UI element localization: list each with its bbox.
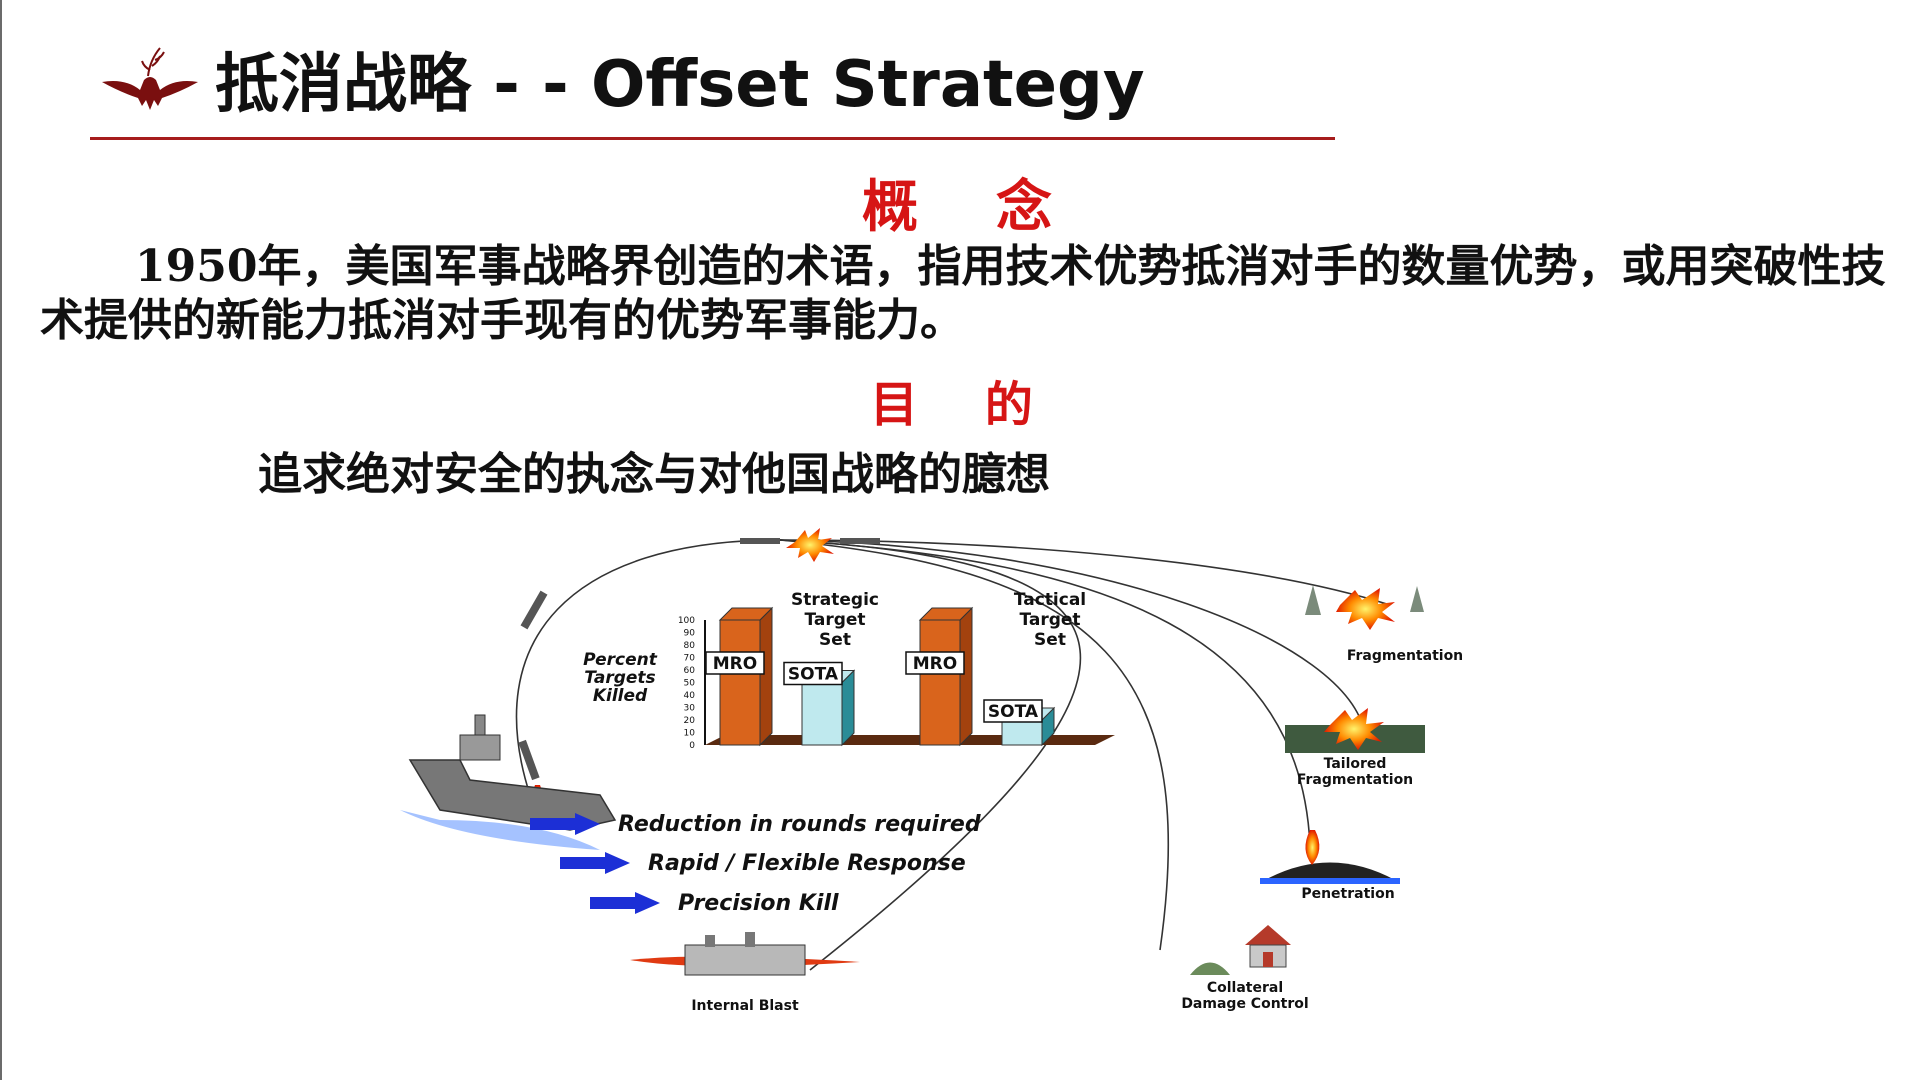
arrow-right-icon — [575, 813, 600, 835]
bar-label: SOTA — [788, 665, 839, 685]
bar-label: SOTA — [988, 702, 1039, 722]
school-house-icon — [1190, 925, 1291, 975]
collateral-label-line-2: Damage Control — [1181, 996, 1308, 1012]
missile-icon — [518, 538, 880, 781]
slide-title: 抵消战略 - - Offset Strategy — [215, 48, 1145, 122]
factory-building-icon — [630, 932, 860, 976]
bar-sota — [801, 682, 843, 746]
slide-left-border — [0, 0, 2, 1080]
purpose-text: 追求绝对安全的执念与对他国战略的臆想 — [258, 449, 1050, 500]
collateral-label-line-1: Collateral — [1207, 980, 1283, 996]
title-underline — [90, 137, 1335, 140]
bar-side — [841, 669, 855, 747]
group-title-line: Set — [819, 630, 851, 650]
group-title-line: Set — [1034, 630, 1066, 650]
penetration-label: Penetration — [1301, 886, 1394, 902]
benefit-item: Rapid / Flexible Response — [648, 851, 966, 876]
offset-strategy-figure: 0 10 20 30 40 50 60 70 80 90 100PercentTargetsKill… — [400, 528, 1463, 1014]
bar-label: MRO — [913, 654, 957, 674]
bar-mro — [719, 619, 761, 746]
y-tick-label: 70 — [684, 654, 696, 664]
y-tick-label: 100 — [678, 616, 695, 626]
warship-icon — [400, 714, 617, 850]
concept-paragraph: 1950年，美国军事战略界创造的术语，指用技术优势抵消对手的数量优势，或用突破性… — [40, 241, 1886, 346]
group-title-line: Tactical — [1014, 590, 1086, 610]
bar-label-box — [783, 661, 843, 686]
y-tick-label: 30 — [684, 704, 696, 714]
y-axis-title-line: Killed — [593, 686, 648, 706]
bar-label-box — [905, 651, 965, 675]
y-tick-label: 0 — [689, 741, 695, 751]
group-title-line: Target — [804, 610, 865, 630]
bar-top — [718, 607, 774, 621]
explosion-icon — [786, 528, 834, 562]
purpose-heading: 目 的 — [870, 377, 1033, 433]
bar-label-box — [983, 699, 1043, 723]
y-tick-label: 10 — [684, 729, 696, 739]
fragmentation-label: Fragmentation — [1347, 648, 1463, 664]
arrow-right-icon — [530, 818, 575, 830]
y-tick-label: 80 — [684, 641, 696, 651]
y-tick-label: 40 — [684, 691, 696, 701]
bar-label-box — [705, 651, 765, 675]
concept-heading: 概 念 — [862, 174, 1052, 240]
bar-side — [959, 606, 973, 747]
internal-blast-label: Internal Blast — [691, 998, 799, 1014]
fragmentation-scene-icon — [1305, 585, 1424, 630]
trajectory-lines — [515, 539, 1391, 971]
y-tick-label: 20 — [684, 716, 696, 726]
eagle-logo-icon — [102, 47, 198, 110]
percent-targets-killed-chart: 0 10 20 30 40 50 60 70 80 90 100PercentTargetsKill… — [583, 590, 1115, 751]
arrow-right-icon — [560, 857, 605, 869]
bar-side — [759, 606, 773, 747]
bar-label: MRO — [713, 654, 757, 674]
arrow-right-icon — [635, 892, 660, 914]
tailored-label-line-1: Tailored — [1324, 756, 1387, 772]
benefit-item: Precision Kill — [678, 891, 839, 916]
y-axis-title-line: Targets — [584, 668, 655, 688]
bar-sota — [1001, 719, 1043, 746]
bar-mro — [919, 619, 961, 746]
y-axis-title-line: Percent — [583, 650, 658, 670]
y-tick-label: 50 — [684, 679, 696, 689]
group-title-line: Strategic — [791, 590, 879, 610]
tailored-fragmentation-scene-icon — [1285, 708, 1425, 753]
tailored-label-line-2: Fragmentation — [1297, 772, 1413, 788]
benefit-item: Reduction in rounds required — [618, 812, 981, 837]
arrow-right-icon — [605, 852, 630, 874]
bar-top — [918, 607, 974, 621]
penetration-scene-icon — [1260, 830, 1400, 884]
arrow-right-icon — [590, 897, 635, 909]
y-tick-label: 90 — [684, 629, 696, 639]
y-tick-label: 60 — [684, 666, 696, 676]
group-title-line: Target — [1019, 610, 1080, 630]
